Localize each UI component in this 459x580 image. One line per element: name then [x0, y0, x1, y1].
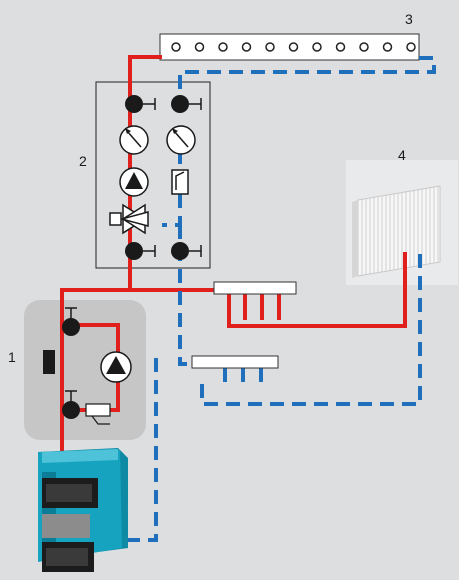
mixing-valve-icon: [109, 203, 149, 235]
group-pump-icon: [100, 351, 132, 383]
distributor-port-icon: [406, 42, 416, 52]
label-module: 2: [79, 153, 87, 169]
distributor-port-icon: [382, 42, 393, 52]
return-valve-top: [171, 95, 202, 113]
boiler-icon: [38, 448, 128, 572]
distributor-port-icon: [359, 42, 369, 52]
distributor-port-icon: [265, 42, 275, 52]
pump-group-box: [24, 300, 146, 440]
supply-valve-bottom: [125, 242, 156, 260]
distributor-port-icon: [241, 42, 252, 52]
return-valve-bottom: [171, 242, 202, 260]
distributor-port-icon: [194, 42, 205, 52]
label-pump-group: 1: [8, 349, 16, 365]
return-gauge-icon: [166, 125, 196, 155]
hydraulic-module-box: [95, 81, 211, 269]
distributor-bar: [159, 33, 420, 61]
supply-manifold: [213, 281, 297, 295]
distributor-port-icon: [171, 42, 181, 52]
return-manifold: [191, 355, 279, 369]
check-valve-icon: [171, 169, 189, 195]
supply-gauge-icon: [119, 125, 149, 155]
supply-pump-icon: [119, 167, 149, 197]
group-valve-bottom: [62, 390, 111, 425]
distributor-port-icon: [335, 42, 346, 52]
group-valve-top: [62, 307, 80, 336]
label-distributor: 3: [405, 11, 413, 27]
distributor-port-icon: [312, 42, 322, 52]
expansion-tank-icon: [43, 350, 55, 374]
supply-valve-top: [125, 95, 156, 113]
distributor-port-icon: [288, 42, 299, 52]
radiator-icon: [346, 160, 458, 285]
label-radiator: 4: [398, 147, 406, 163]
distributor-port-icon: [218, 42, 228, 52]
